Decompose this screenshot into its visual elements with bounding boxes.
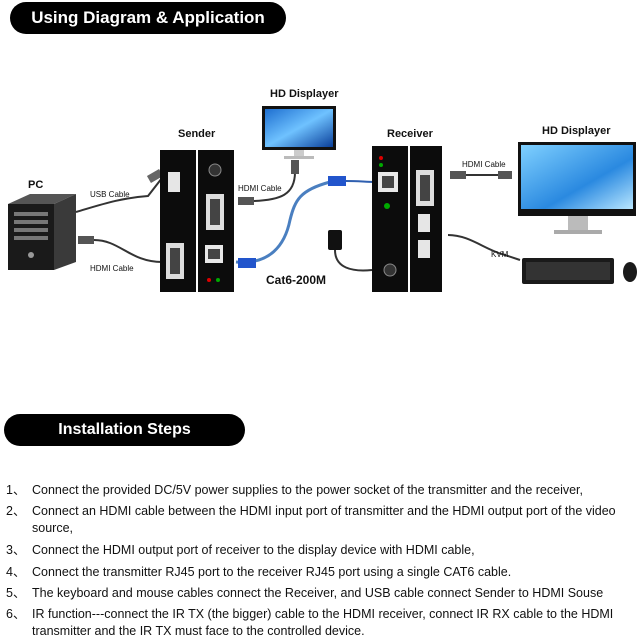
step-text: IR function---connect the IR TX (the big…	[32, 607, 614, 638]
cat6-cable-line	[235, 180, 331, 264]
step-text: Connect the transmitter RJ45 port to the…	[32, 565, 512, 579]
step-number: 2、	[6, 504, 26, 518]
hdmi-cable-right-label: HDMI Cable	[462, 160, 506, 169]
receiver-label: Receiver	[387, 128, 433, 140]
hd-displayer-right-icon	[518, 142, 636, 234]
hd-displayer-top-label: HD Displayer	[270, 88, 339, 100]
receiver-device-icon	[372, 146, 442, 292]
mouse-icon	[623, 262, 637, 282]
step-text: Connect the provided DC/5V power supplie…	[32, 483, 583, 497]
hd-displayer-top-icon	[262, 106, 336, 159]
diagram-section-title: Using Diagram & Application	[10, 2, 286, 34]
sender-device-icon	[160, 150, 234, 292]
step-text: Connect an HDMI cable between the HDMI i…	[32, 504, 616, 535]
step-text: The keyboard and mouse cables connect th…	[32, 586, 604, 600]
step-number: 1、	[6, 483, 26, 497]
step-text: Connect the HDMI output port of receiver…	[32, 543, 475, 557]
step-number: 6、	[6, 607, 26, 621]
keyboard-icon	[522, 258, 614, 284]
cat6-label: Cat6-200M	[266, 273, 327, 287]
connection-diagram	[8, 106, 637, 292]
pc-tower-icon	[8, 194, 76, 270]
hdmi-cable-mid-label: HDMI Cable	[238, 184, 282, 193]
install-section-title: Installation Steps	[4, 414, 245, 446]
usb-cable-line	[75, 177, 163, 213]
step-number: 3、	[6, 543, 26, 557]
power-adapter-icon	[328, 230, 373, 272]
step-number: 5、	[6, 586, 26, 600]
usb-cable-label: USB Cable	[90, 190, 130, 199]
sender-label: Sender	[178, 128, 216, 140]
hd-displayer-right-label: HD Displayer	[542, 125, 611, 137]
hdmi-plug-icon	[78, 236, 94, 244]
hdmi-cable-left-label: HDMI Cable	[90, 264, 134, 273]
pc-label: PC	[28, 179, 44, 191]
kvm-label: KVM	[491, 250, 509, 259]
step-number: 4、	[6, 565, 26, 579]
